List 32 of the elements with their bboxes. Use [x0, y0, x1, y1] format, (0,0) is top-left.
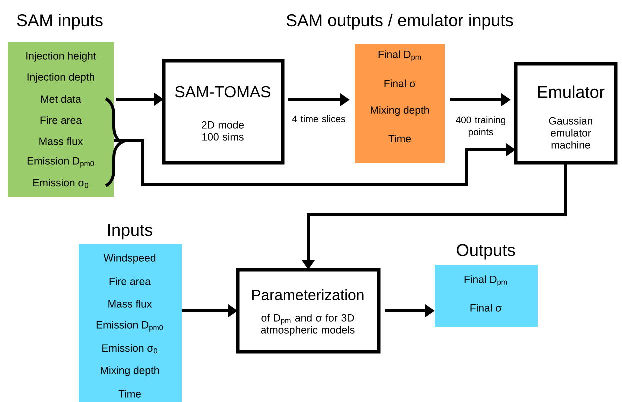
- heading: SAM outputs / emulator inputs: [286, 14, 514, 30]
- list-item: Final σ: [470, 304, 502, 312]
- list-item: Final D$_{pm}$: [378, 50, 421, 62]
- list-item: Final D$_{pm}$: [464, 276, 507, 286]
- heading: Inputs: [108, 224, 153, 240]
- box-title: Emulator: [538, 86, 605, 98]
- box-text: 2D mode 100 sims: [202, 121, 244, 141]
- list-item: Injection depth: [28, 73, 94, 83]
- box-title: SAM-TOMAS: [175, 86, 271, 98]
- list-item: Windspeed: [104, 254, 156, 264]
- list-item: Time: [388, 134, 411, 143]
- list-item: Fire area: [110, 278, 151, 286]
- list-item: Mass flux: [108, 300, 152, 308]
- heading: Outputs: [457, 244, 516, 260]
- list-item: Fire area: [40, 116, 82, 124]
- list-item: Final σ: [384, 80, 416, 88]
- list-item: Mixing depth: [371, 106, 430, 116]
- list-item: Emission D$_{pm0}$: [28, 157, 94, 168]
- box-text: of D$_{pm}$ and σ for 3D atmospheric models: [261, 314, 355, 336]
- edge-label: 4 time slices: [287, 114, 351, 124]
- list-item: Mixing depth: [101, 366, 160, 376]
- list-item: Injection height: [26, 52, 96, 62]
- list-item: Emission D$_{pm0}$: [96, 321, 164, 332]
- list-item: Met data: [41, 95, 82, 104]
- list-item: Emission σ$_{0}$: [34, 178, 89, 188]
- list-item: Time: [118, 390, 141, 398]
- list-item: Mass flux: [40, 138, 84, 146]
- list-item: Emission σ$_{0}$: [102, 344, 158, 354]
- box-text: Gaussian emulator machine: [549, 117, 592, 149]
- edge-label: 400 training points: [449, 116, 513, 138]
- heading: SAM inputs: [17, 14, 103, 30]
- box-title: Parameterization: [252, 289, 364, 300]
